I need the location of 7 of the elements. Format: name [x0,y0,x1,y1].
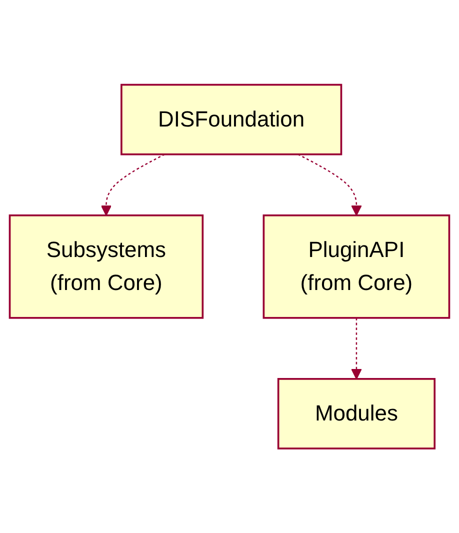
node-box: DISFoundation [120,84,342,156]
arrow [100,154,165,216]
node-box: Subsystems (from Core) [8,214,204,319]
node-box: Modules [277,378,436,450]
arrow [351,318,362,380]
arrow [298,154,362,216]
node-box: PluginAPI (from Core) [262,214,450,319]
